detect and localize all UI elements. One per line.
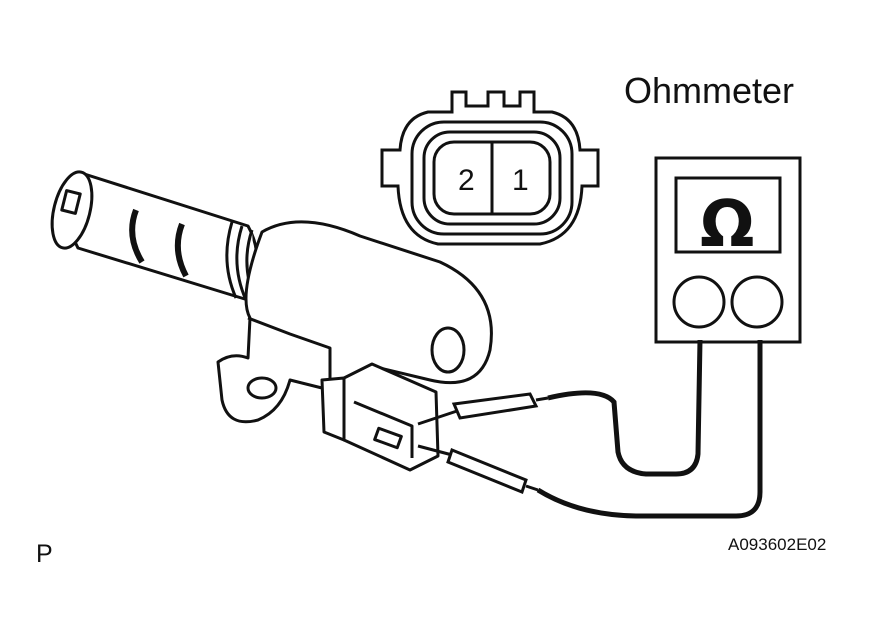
valve-connector-plug: [320, 362, 440, 472]
valve-body: [50, 170, 493, 424]
connector-face: [380, 90, 600, 246]
ohmmeter-label: Ohmmeter: [624, 70, 795, 111]
figure-reference: A093602E02: [728, 535, 827, 554]
ohmmeter-body: [654, 156, 802, 344]
connector-pin-2: 2: [458, 164, 475, 197]
corner-code: P: [36, 540, 53, 568]
ohm-symbol: Ω: [700, 188, 754, 262]
connector-pin-1: 1: [512, 164, 529, 197]
test-leads: [417, 339, 763, 519]
